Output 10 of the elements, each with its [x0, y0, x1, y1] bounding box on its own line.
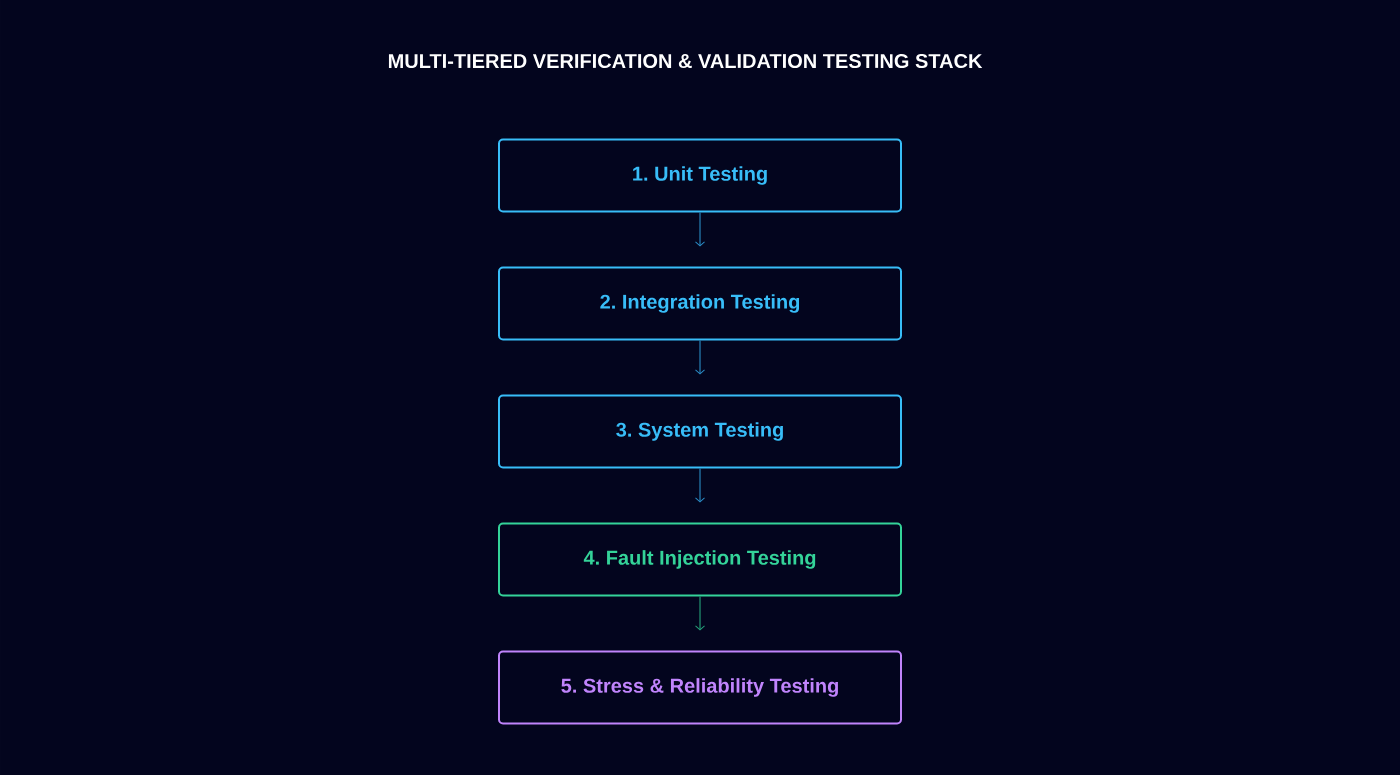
arrow [695, 595, 705, 631]
process-box: 5. Stress & Reliability Testing [498, 650, 902, 725]
process-box: 4. Fault Injection Testing [498, 522, 902, 597]
arrow [695, 467, 705, 503]
process-box: 2. Integration Testing [498, 266, 902, 341]
arrow [695, 211, 705, 247]
process-box: 1. Unit Testing [498, 138, 902, 213]
process-box: 3. System Testing [498, 394, 902, 469]
arrow [695, 339, 705, 375]
title: MULTI-TIERED VERIFICATION & VALIDATION TESTING STACK [388, 53, 983, 69]
